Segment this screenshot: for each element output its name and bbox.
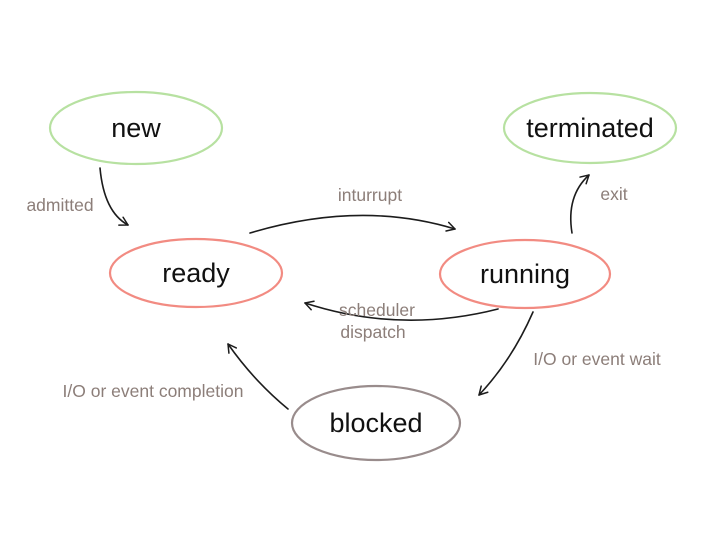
state-terminated-label: terminated: [526, 113, 654, 143]
edge-label-exit: exit: [600, 184, 627, 204]
state-ready: ready: [108, 237, 284, 309]
state-running-ellipse: [438, 238, 612, 310]
state-blocked-ellipse: [290, 384, 462, 462]
state-terminated: terminated: [502, 91, 678, 165]
arrow-running-to-blocked: [478, 311, 534, 396]
edge-label-scheduler: scheduler: [339, 300, 415, 320]
arrow-ready-to-running: [249, 214, 456, 234]
state-running: running: [438, 238, 612, 310]
edge-label-inturrupt: inturrupt: [338, 185, 402, 205]
state-blocked: blocked: [290, 384, 462, 462]
state-new-ellipse: [48, 90, 224, 166]
arrow-new-to-ready: [99, 167, 129, 226]
state-new-label: new: [111, 113, 161, 143]
state-new: new: [48, 90, 224, 166]
state-blocked-label: blocked: [329, 408, 422, 438]
state-ready-label: ready: [162, 258, 230, 288]
state-terminated-ellipse: [502, 91, 678, 165]
edge-label-dispatch: dispatch: [340, 322, 405, 342]
state-running-label: running: [480, 259, 570, 289]
arrow-running-to-ready: [304, 300, 499, 321]
edge-label-io-event-wait: I/O or event wait: [533, 349, 661, 369]
arrow-running-to-terminated: [569, 174, 590, 234]
state-ready-ellipse: [108, 237, 284, 309]
edge-label-admitted: admitted: [26, 195, 93, 215]
arrow-blocked-to-ready: [227, 343, 289, 410]
edge-label-io-event-completion: I/O or event completion: [63, 381, 244, 401]
